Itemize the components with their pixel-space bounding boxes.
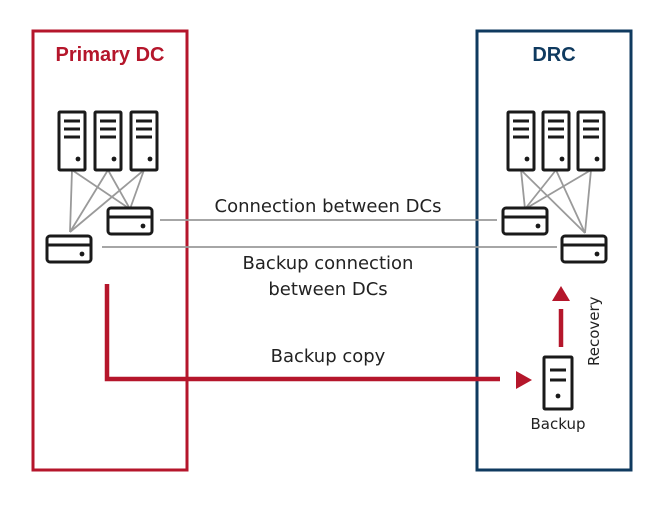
arrow-right-icon: [516, 371, 532, 389]
backup-server-icon: [542, 355, 574, 411]
primary-dc-title: Primary DC: [55, 44, 165, 66]
drc-mesh-lines: [520, 169, 592, 234]
drc-servers: [506, 110, 606, 172]
primary-switch-icon: [106, 206, 154, 236]
primary-mesh-lines: [69, 169, 145, 233]
drc-backup-switch-icon: [560, 234, 608, 264]
drc-title: DRC: [532, 44, 576, 66]
drc-region: [475, 29, 633, 472]
backup-copy-path: [104, 284, 500, 382]
backup-connection-label-line1: Backup connection: [242, 253, 414, 274]
server-tower-icon: [129, 110, 159, 172]
server-tower-icon: [576, 110, 606, 172]
recovery-label: Recovery: [585, 296, 603, 366]
backup-server-label: Backup: [530, 415, 586, 433]
server-tower-icon: [57, 110, 87, 172]
primary-servers: [57, 110, 159, 172]
primary-dc-region: [31, 29, 189, 472]
server-tower-icon: [541, 110, 571, 172]
arrow-up-icon: [552, 286, 570, 301]
drc-switch-icon: [501, 206, 549, 236]
server-tower-icon: [506, 110, 536, 172]
backup-connection-label-line2: between DCs: [268, 279, 388, 300]
server-tower-icon: [93, 110, 123, 172]
backup-copy-label: Backup copy: [270, 346, 386, 367]
primary-backup-switch-icon: [45, 234, 93, 264]
connection-label: Connection between DCs: [214, 196, 442, 217]
